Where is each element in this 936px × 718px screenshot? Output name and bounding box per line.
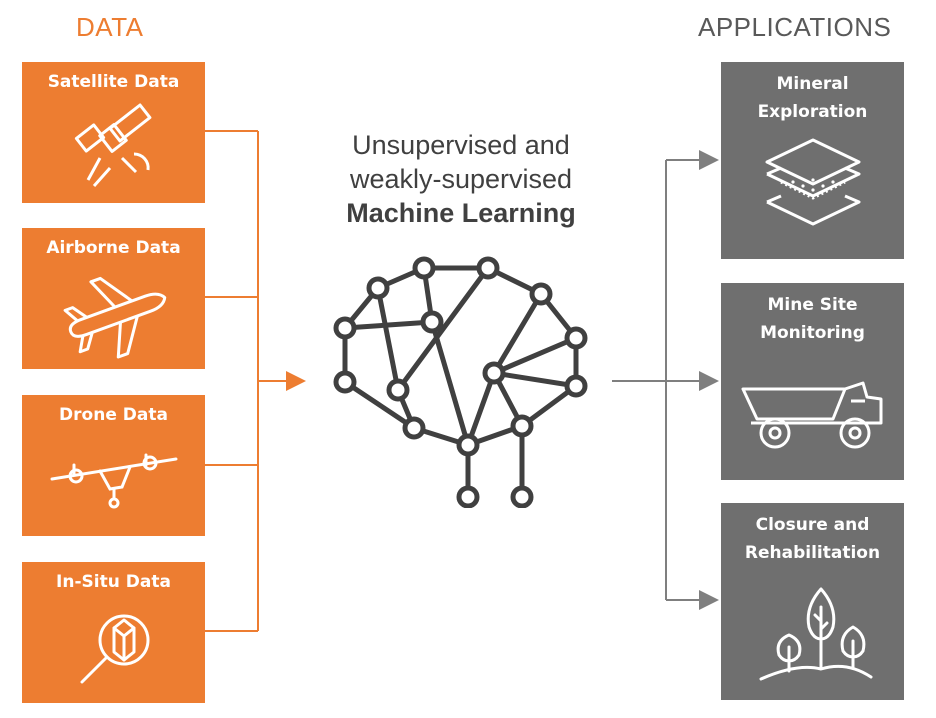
ml-heading-line3: Machine Learning — [346, 198, 576, 228]
app-card-mineral-exploration: Mineral Exploration — [721, 62, 904, 259]
data-card-label: Airborne Data — [46, 238, 181, 258]
data-card-label: In-Situ Data — [56, 572, 171, 592]
app-card-label: Mineral Exploration — [721, 62, 904, 126]
data-merge-lines — [205, 130, 306, 632]
haul-truck-icon — [741, 381, 883, 449]
app-card-label: Mine Site Monitoring — [721, 283, 904, 347]
ml-branch-lines — [612, 150, 719, 610]
ml-heading-line2: weakly-supervised — [349, 164, 573, 194]
app-card-label-line1: Mine Site — [767, 295, 858, 315]
data-card-satellite: Satellite Data — [22, 62, 205, 203]
applications-section-title: APPLICATIONS — [698, 12, 892, 42]
app-card-label-line2: Rehabilitation — [744, 543, 881, 563]
data-card-airborne: Airborne Data — [22, 228, 205, 369]
satellite-icon — [74, 103, 152, 187]
app-card-mine-site-monitoring: Mine Site Monitoring — [721, 283, 904, 480]
layers-icon — [765, 138, 861, 226]
airplane-icon — [63, 276, 167, 359]
ml-heading: Unsupervised and weakly-supervised Machi… — [300, 128, 622, 230]
magnifier-crystal-icon — [80, 614, 150, 684]
app-card-label-line2: Exploration — [757, 102, 868, 122]
app-card-label-line2: Monitoring — [760, 323, 865, 343]
data-section-title: DATA — [76, 12, 144, 42]
trees-icon — [759, 587, 873, 681]
data-card-label: Satellite Data — [47, 72, 180, 92]
app-card-label-line1: Closure and — [755, 515, 870, 535]
ml-heading-line1: Unsupervised and — [352, 130, 570, 160]
data-card-insitu: In-Situ Data — [22, 562, 205, 703]
neural-brain-icon — [333, 256, 588, 508]
app-card-label-line1: Mineral — [776, 74, 849, 94]
drone-icon — [50, 453, 178, 509]
data-card-drone: Drone Data — [22, 395, 205, 536]
app-card-closure-rehabilitation: Closure and Rehabilitation — [721, 503, 904, 700]
app-card-label: Closure and Rehabilitation — [721, 503, 904, 567]
data-card-label: Drone Data — [59, 405, 168, 425]
